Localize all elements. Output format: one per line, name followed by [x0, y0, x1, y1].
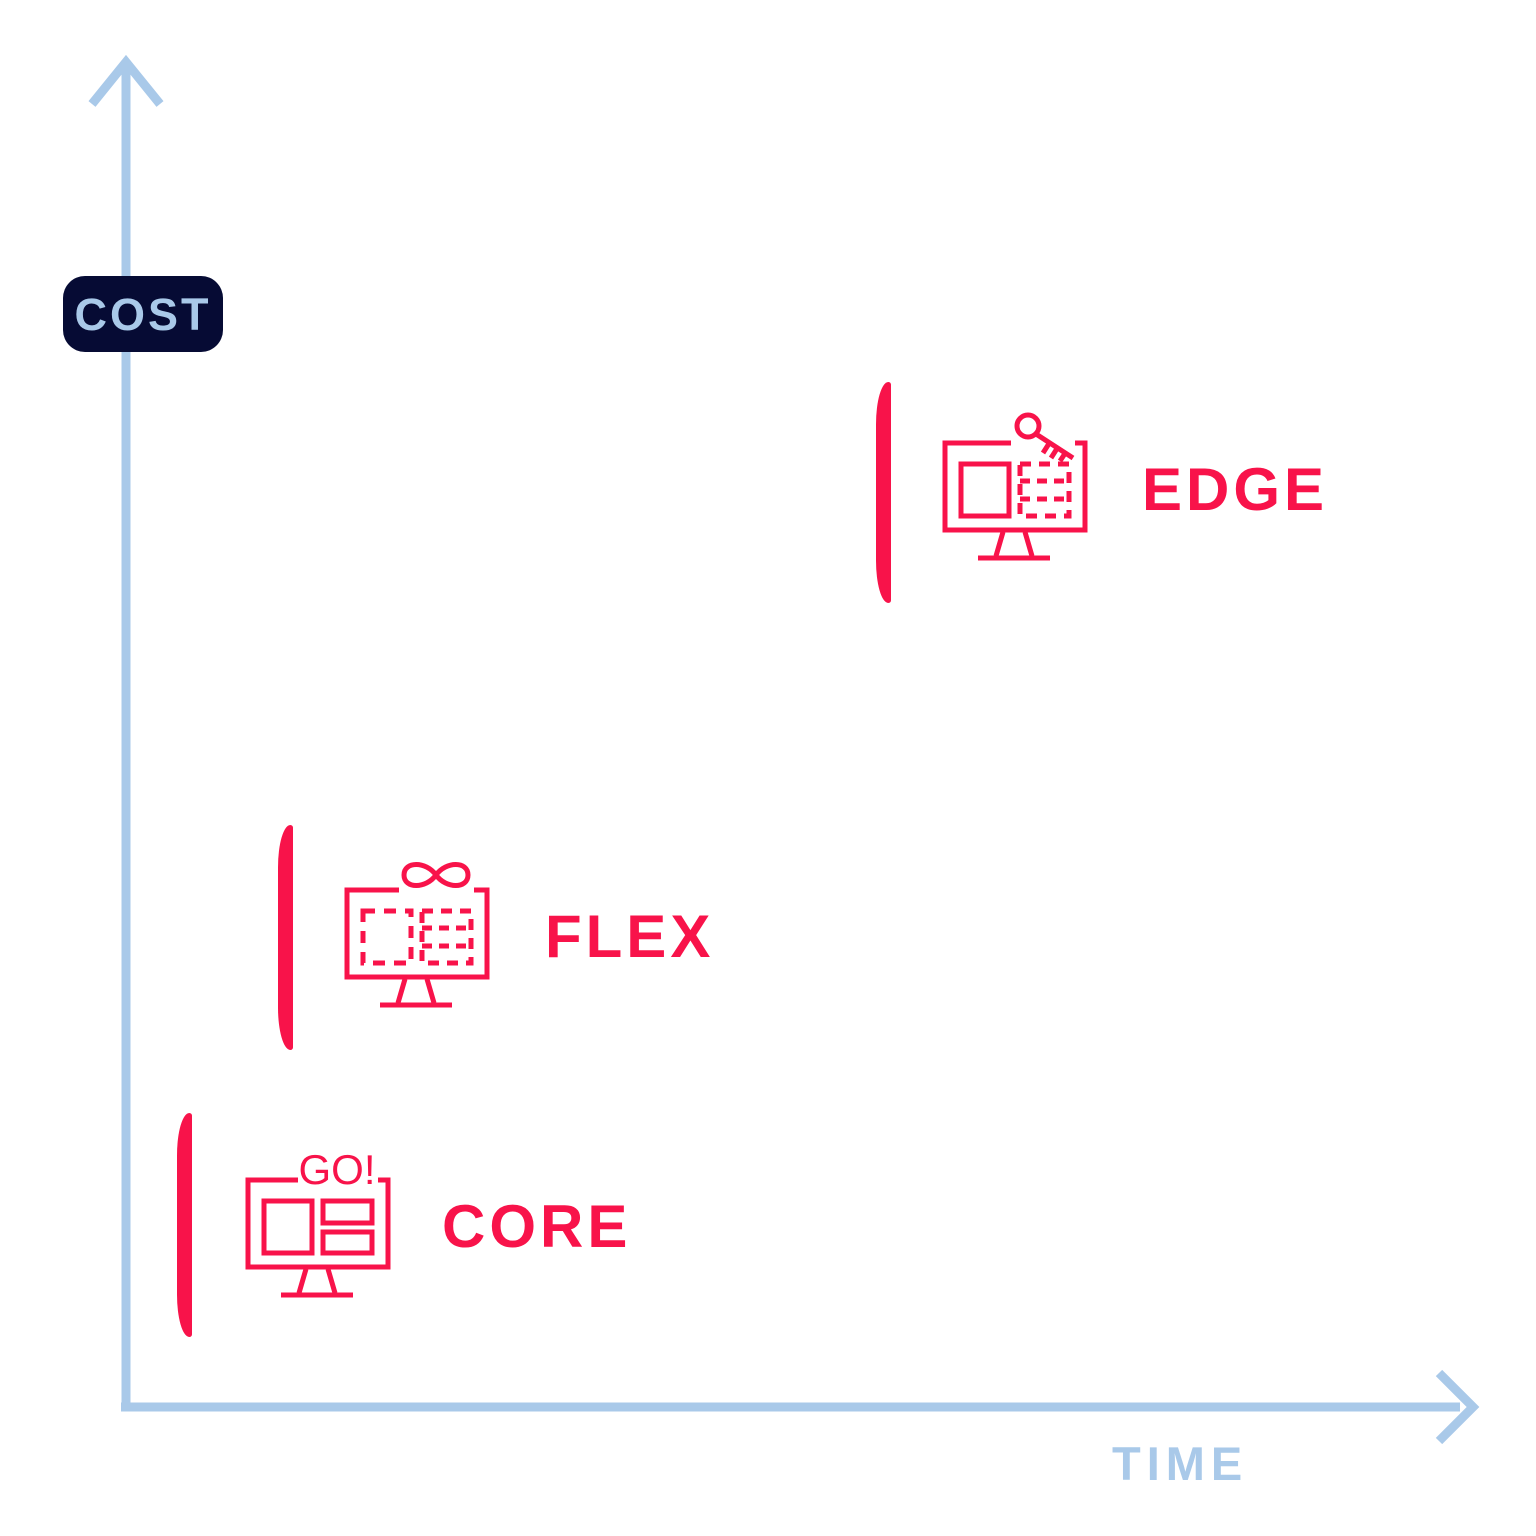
monitor-panel-bottom [320, 1229, 375, 1256]
go-text: GO! [298, 1149, 375, 1193]
monitor-panel-top [320, 1198, 375, 1226]
y-axis-arrowhead-icon [88, 54, 164, 107]
monitor-stand [993, 531, 1035, 557]
item-label: FLEX [545, 903, 715, 970]
monitor-stand [395, 978, 437, 1004]
item-label: CORE [442, 1193, 632, 1260]
item-label: EDGE [1142, 456, 1329, 523]
key-teeth [1040, 440, 1069, 463]
x-axis-label: TIME [1112, 1437, 1249, 1490]
flex-marker-bar [278, 825, 293, 1050]
monitor-frame [344, 887, 490, 980]
monitor-go-icon: GO! [245, 1149, 391, 1298]
monitor-stand [296, 1268, 338, 1294]
monitor-frame [245, 1177, 391, 1270]
x-axis-arrowhead-icon [1435, 1369, 1480, 1445]
infinity-symbol [401, 862, 471, 888]
monitor-infinity-icon [344, 862, 490, 1008]
edge-marker-bar [876, 382, 891, 603]
monitor-list-box [419, 908, 474, 966]
monitor-list-lines [422, 925, 471, 949]
y-axis-label-badge: COST [63, 276, 223, 352]
monitor-list-box [1017, 461, 1072, 519]
key-head [1014, 412, 1042, 440]
monitor-key-icon [942, 412, 1088, 561]
core-marker-bar [177, 1113, 192, 1337]
monitor-window [360, 908, 414, 966]
monitor-window [261, 1198, 315, 1256]
monitor-frame [942, 440, 1088, 533]
y-axis-label: COST [74, 288, 212, 340]
monitor-window [958, 461, 1012, 519]
monitor-list-lines [1020, 478, 1069, 502]
